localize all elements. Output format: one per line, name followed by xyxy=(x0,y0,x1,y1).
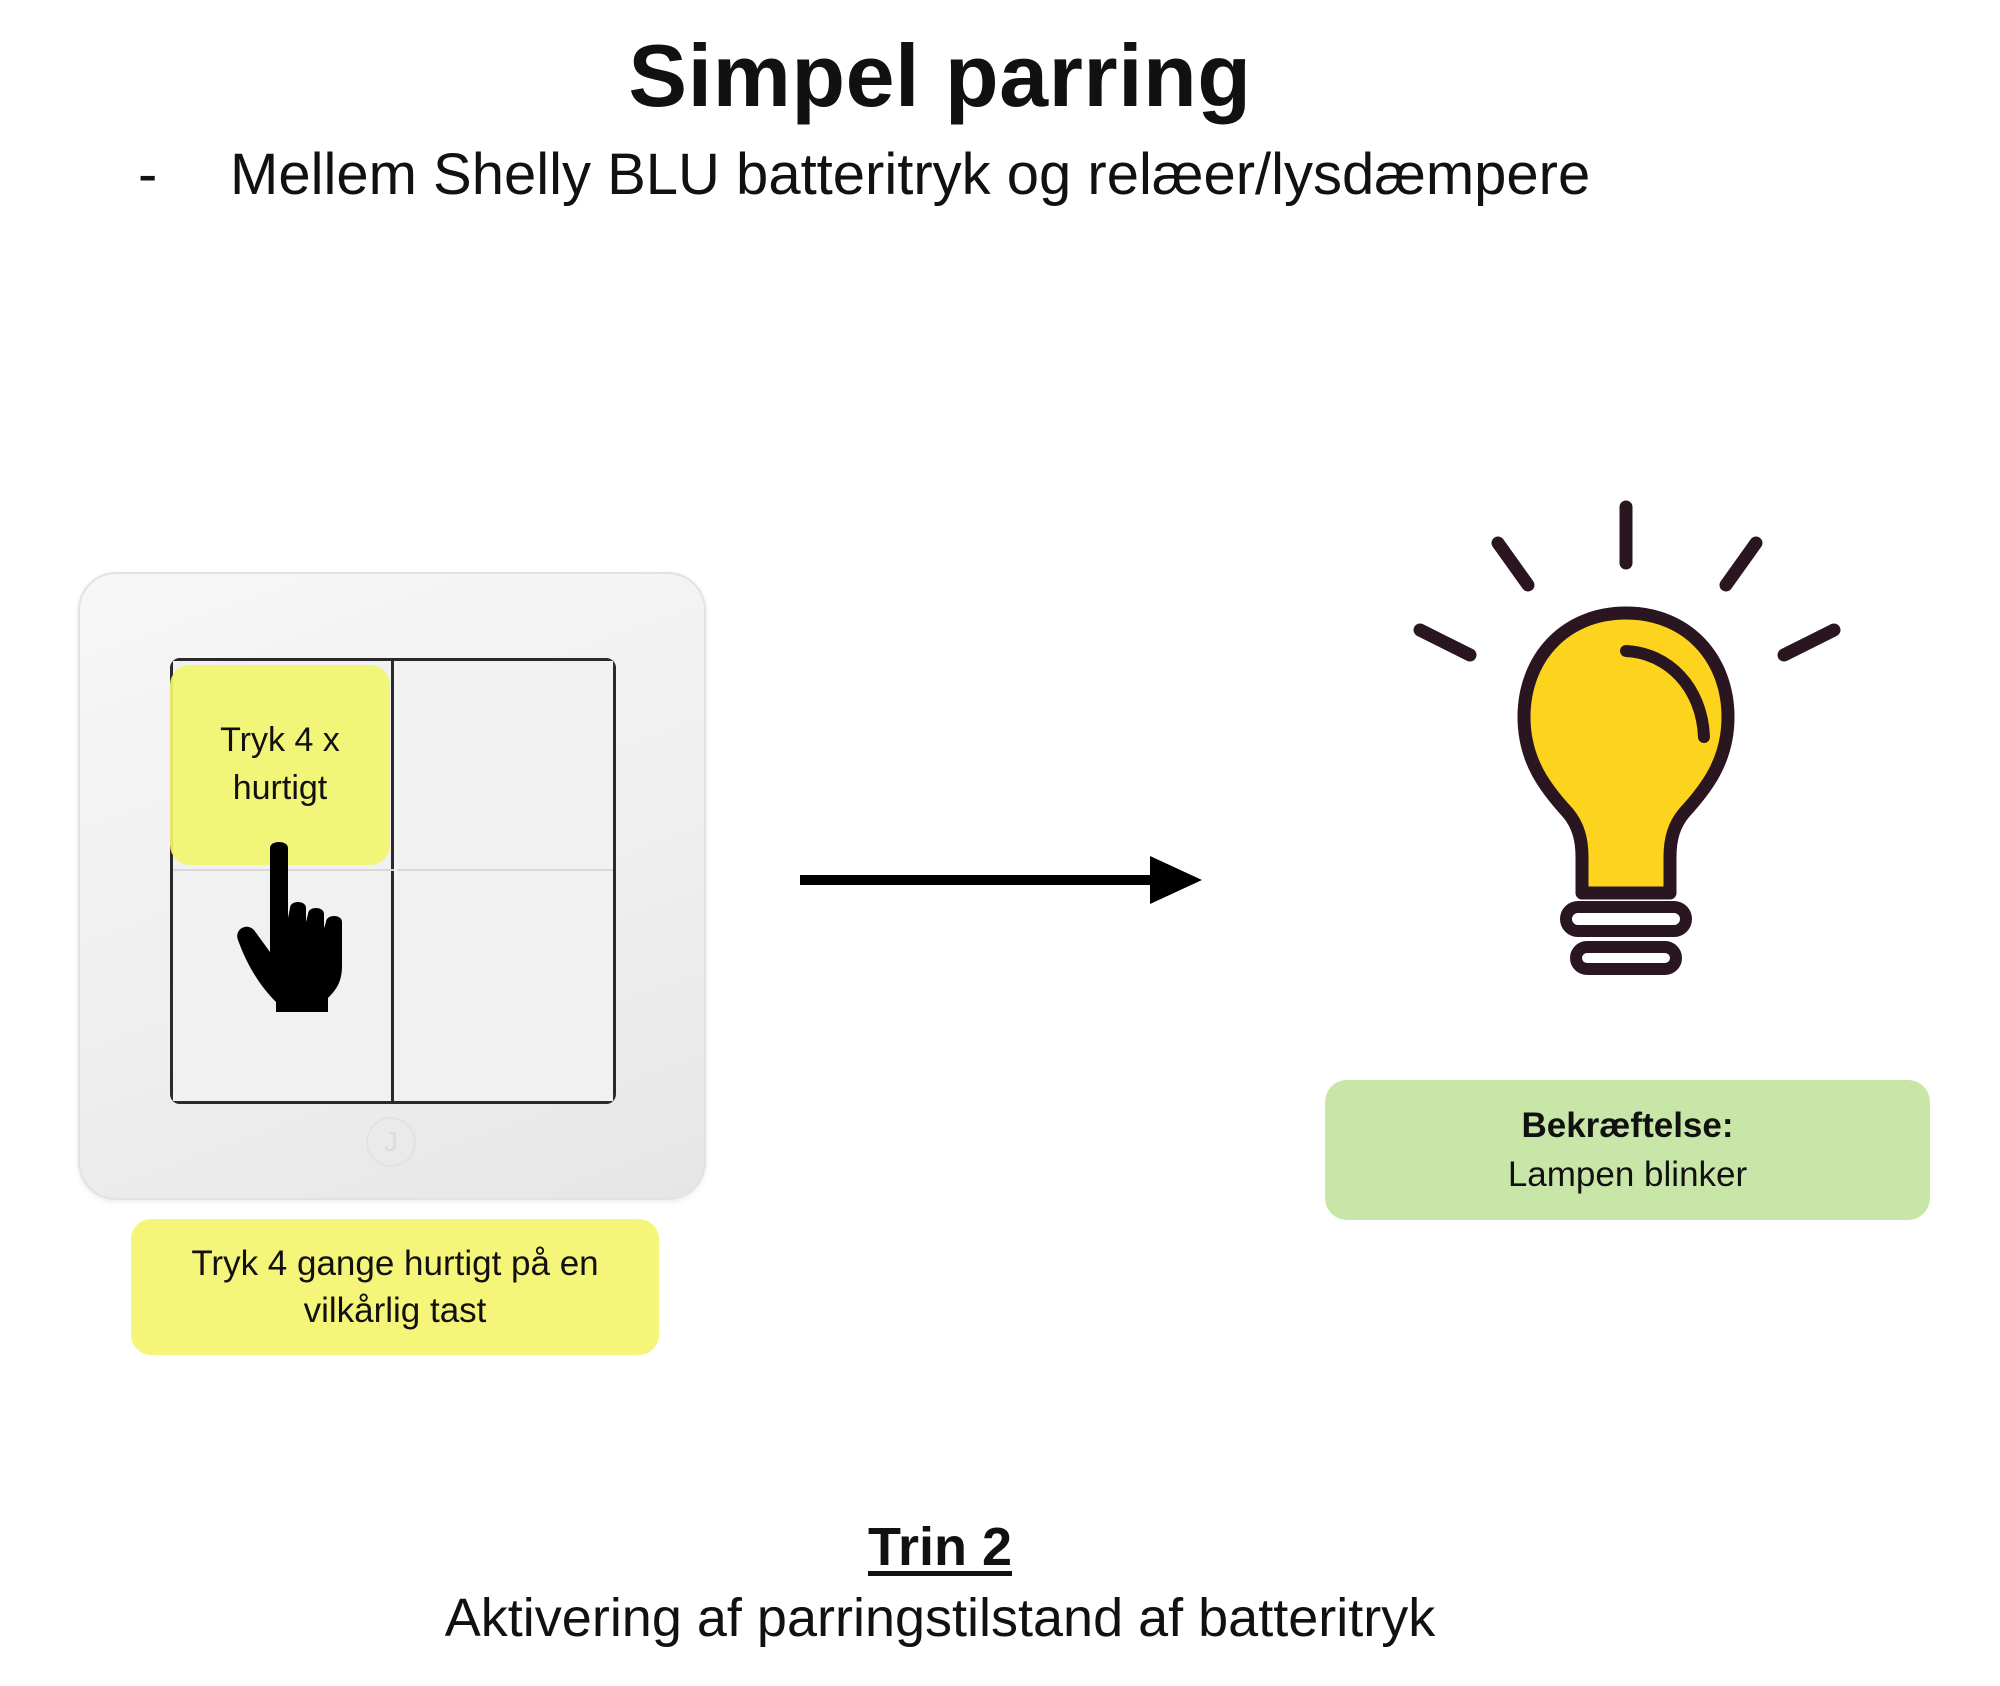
brand-logo-icon: J xyxy=(366,1117,416,1167)
light-bulb-icon xyxy=(1413,500,1841,975)
right-arrow-icon xyxy=(800,856,1202,904)
page-title: Simpel parring xyxy=(628,26,1252,125)
switch-key-right xyxy=(397,661,613,1101)
bullet-dash: - xyxy=(138,142,158,207)
confirmation-note: Bekræftelse: Lampen blinker xyxy=(1325,1080,1930,1220)
wall-switch: J xyxy=(78,572,706,1200)
instruction-note: Tryk 4 gange hurtigt på en vilkårlig tas… xyxy=(131,1219,659,1355)
key-divider-right xyxy=(397,869,613,871)
step-description: Aktivering af parringstilstand af batter… xyxy=(444,1588,1436,1648)
page-subtitle: Mellem Shelly BLU batteritryk og relæer/… xyxy=(230,142,1591,207)
confirmation-heading: Bekræftelse: xyxy=(1521,1106,1734,1145)
tap-note: Tryk 4 x hurtigt xyxy=(170,665,390,865)
step-title: Trin 2 xyxy=(867,1517,1013,1577)
confirmation-text: Lampen blinker xyxy=(1507,1155,1748,1194)
pointing-hand-icon xyxy=(237,842,342,1012)
